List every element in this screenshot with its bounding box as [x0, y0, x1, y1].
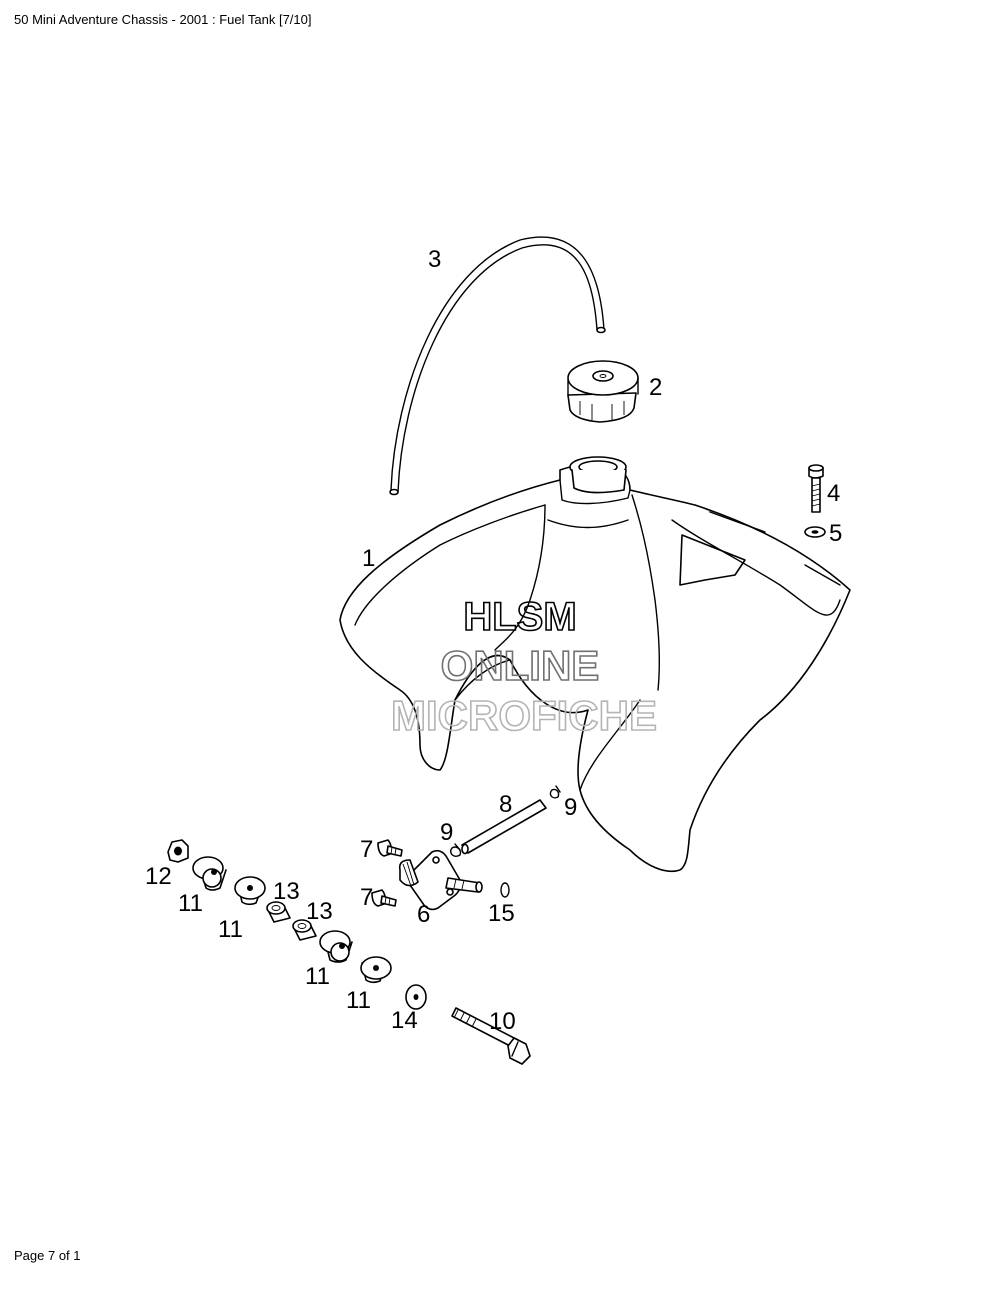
part-grommet-4[interactable] — [360, 956, 392, 984]
part-bolt-top[interactable] — [808, 464, 824, 513]
watermark-line-2: ONLINE — [441, 642, 600, 689]
part-fuel-line[interactable] — [461, 799, 547, 855]
callout-3: 3 — [428, 246, 441, 273]
callout-14: 14 — [391, 1007, 418, 1034]
part-fuel-cap[interactable] — [567, 360, 639, 423]
callout-1: 1 — [362, 545, 375, 572]
callout-11-c: 11 — [305, 963, 330, 990]
part-hose-clamp-lower[interactable] — [450, 843, 462, 857]
callout-11-b: 11 — [218, 916, 243, 943]
watermark: HLSM ONLINE MICROFICHE — [390, 594, 658, 740]
callout-2: 2 — [649, 374, 662, 401]
watermark-line-1: HLSM — [463, 595, 576, 639]
part-washer-bottom[interactable] — [405, 984, 427, 1010]
part-hose-clamp-upper[interactable] — [549, 785, 561, 799]
callout-5: 5 — [829, 520, 842, 547]
callout-8: 8 — [499, 791, 512, 818]
callout-7-lower: 7 — [360, 884, 373, 911]
part-fuel-tank[interactable] — [339, 456, 851, 872]
part-spacer-1[interactable] — [266, 901, 291, 923]
part-grommet-1[interactable] — [192, 856, 227, 891]
part-breather-hose[interactable] — [389, 236, 606, 496]
part-grommet-3[interactable] — [319, 930, 353, 963]
part-screw-lower[interactable] — [371, 889, 397, 907]
page-title: 50 Mini Adventure Chassis - 2001 : Fuel … — [14, 12, 312, 27]
part-o-ring[interactable] — [500, 882, 510, 898]
callout-13-a: 13 — [273, 878, 300, 905]
callout-12: 12 — [145, 863, 172, 890]
part-nut[interactable] — [167, 839, 189, 863]
part-washer-top[interactable] — [804, 526, 826, 538]
callout-10: 10 — [489, 1008, 516, 1035]
part-screw-upper[interactable] — [377, 839, 403, 857]
callout-7-upper: 7 — [360, 836, 373, 863]
part-fuel-tap[interactable] — [398, 849, 483, 911]
callout-15: 15 — [488, 900, 515, 927]
callout-13-b: 13 — [306, 898, 333, 925]
watermark-line-3: MICROFICHE — [391, 692, 657, 739]
callout-9-upper: 9 — [564, 794, 577, 821]
part-spacer-2[interactable] — [292, 919, 317, 941]
part-bolt-long[interactable] — [451, 1007, 531, 1065]
part-grommet-2[interactable] — [234, 876, 266, 906]
callout-11-a: 11 — [178, 890, 203, 917]
callout-9-lower: 9 — [440, 819, 453, 846]
callout-11-d: 11 — [346, 987, 371, 1014]
callout-4: 4 — [827, 480, 840, 507]
callout-6: 6 — [417, 901, 430, 928]
page-footer: Page 7 of 1 — [14, 1248, 81, 1263]
